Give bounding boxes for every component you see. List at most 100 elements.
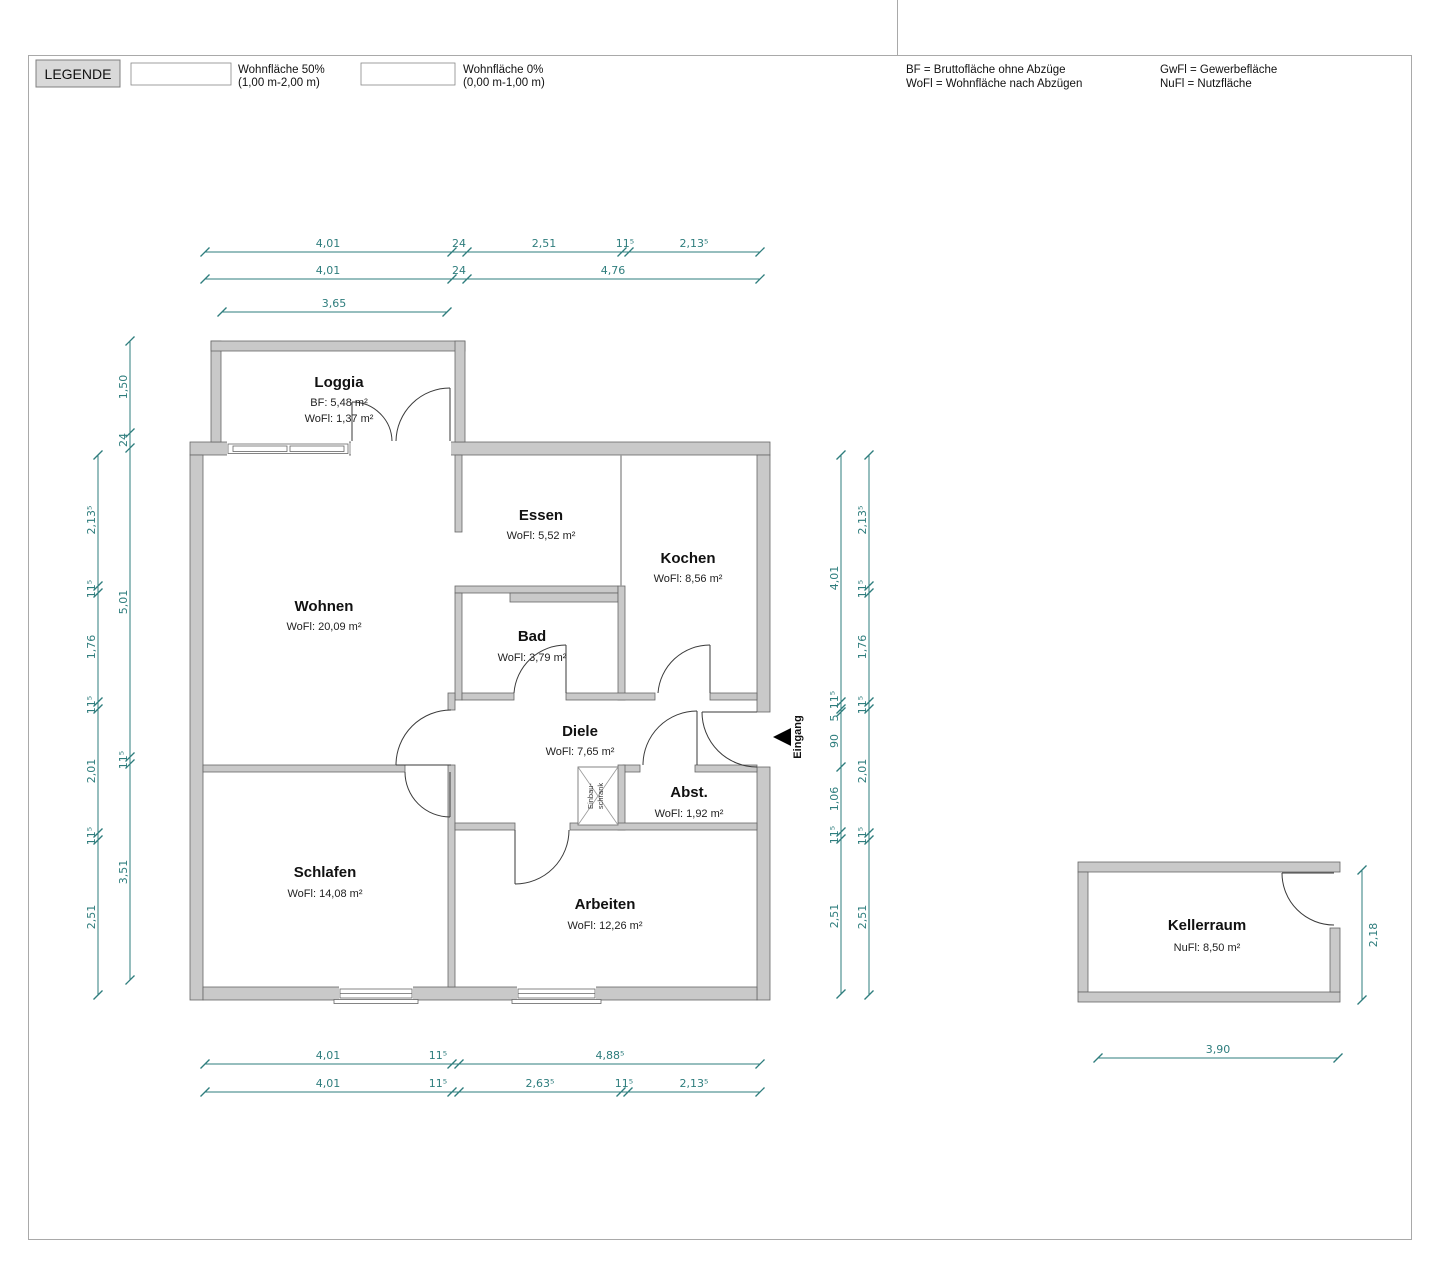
dim-label: 90: [828, 734, 841, 748]
dim-label: 3,51: [117, 860, 130, 885]
wall-bad-kochen: [617, 585, 626, 701]
keller-door: [1281, 872, 1335, 926]
dim-label: 24: [452, 237, 466, 250]
einbauschrank: Einbau- schrank: [577, 766, 619, 826]
room-area-diele: WoFl: 7,65 m²: [546, 746, 615, 758]
wall-schlafen-arbeiten: [447, 764, 456, 988]
room-area-keller: NuFl: 8,50 m²: [1174, 942, 1241, 954]
arbeiten-window: [511, 986, 602, 1004]
dim-label: 2,01: [85, 759, 98, 784]
legend-item-label: Wohnfläche 50%: [238, 64, 325, 76]
windows: [227, 441, 602, 1004]
room-name-arbeiten: Arbeiten: [575, 896, 636, 913]
keller-wall-top: [1077, 861, 1341, 873]
closet-label-line1: Einbau-: [586, 783, 595, 809]
legend-item-range: (0,00 m-1,00 m): [463, 77, 545, 89]
dim-label: 2,51: [532, 237, 557, 250]
dim-label: 2,51: [828, 904, 841, 929]
room-area-essen: WoFl: 5,52 m²: [507, 530, 576, 542]
dim-label: 2,01: [856, 759, 869, 784]
dim-label: 4,01: [316, 237, 341, 250]
abst-door: [642, 710, 698, 766]
dim-label: 4,01: [316, 1077, 341, 1090]
wall-essen-bad: [454, 585, 619, 594]
keller-walls: [1077, 861, 1341, 1003]
schlafen-door: [404, 771, 451, 818]
arbeiten-door: [514, 829, 570, 885]
room-area-bad: WoFl: 3,79 m²: [498, 652, 567, 664]
wall-abst-top-2: [694, 764, 758, 773]
dim-label: 2,51: [856, 905, 869, 930]
dim-label: 1,50: [117, 375, 130, 400]
doors: [351, 387, 758, 885]
room-area-arbeiten: WoFl: 12,26 m²: [568, 920, 643, 932]
room-labels: Loggia BF: 5,48 m² WoFl: 1,37 m² Essen W…: [287, 374, 724, 932]
wall-bottom: [202, 986, 758, 1001]
drawing-border: [28, 55, 1412, 1240]
dim-label: 11⁵: [85, 580, 98, 598]
schlafen-window: [333, 986, 419, 1004]
dim-label: 2,13⁵: [85, 506, 98, 535]
legend-title: LEGENDE: [45, 66, 112, 82]
loggia-window: [227, 441, 349, 456]
dim-label: 4,01: [316, 264, 341, 277]
legend: LEGENDE Wohnfläche 50% (1,00 m-2,00 m) W…: [35, 59, 545, 89]
wall-wohnen-diele-upper: [447, 692, 456, 711]
floor-plan: Einbau- schrank Eingang Loggia BF: 5,48 …: [189, 340, 804, 1004]
wall-arbeiten-top-1: [454, 822, 516, 831]
wall-abst-top-1: [622, 764, 641, 773]
dim-label: 11⁵: [856, 580, 869, 598]
dim-label: 11⁵: [828, 691, 841, 709]
dim-label: 24: [452, 264, 466, 277]
dim-chain-keller-right: 2,18: [1356, 864, 1380, 1006]
room-area-loggia-bf: BF: 5,48 m²: [310, 397, 368, 409]
keller-wall-bottom: [1077, 991, 1341, 1003]
dim-label: 1,76: [856, 635, 869, 660]
closet-label-line2: schrank: [596, 783, 605, 810]
room-area-wohnen: WoFl: 20,09 m²: [287, 621, 362, 633]
loggia-wall-top: [210, 340, 466, 352]
wall-wohnen-essen: [454, 454, 463, 533]
legend-item-label: Wohnfläche 0%: [463, 64, 543, 76]
room-name-diele: Diele: [562, 723, 598, 740]
dim-label: 24: [117, 433, 130, 447]
keller-wall-left: [1077, 871, 1089, 993]
dim-label: 4,01: [316, 1049, 341, 1062]
dim-label: 11⁵: [429, 1077, 447, 1090]
loggia-door: [351, 387, 451, 442]
wall-diele-top-3: [709, 692, 758, 701]
wall-bad-shaft: [509, 592, 619, 603]
dim-label: 2,13⁵: [680, 237, 709, 250]
abbr-gwfl: GwFl = Gewerbefläche: [1160, 64, 1277, 76]
room-area-abst: WoFl: 1,92 m²: [655, 808, 724, 820]
dim-chain-keller-bottom: 3,90: [1092, 1043, 1344, 1064]
wall-diele-top-2: [565, 692, 656, 701]
bad-door: [513, 644, 567, 694]
dim-label: 11⁵: [615, 1077, 633, 1090]
dim-label: 11⁵: [616, 237, 634, 250]
dim-label: 5,01: [117, 590, 130, 615]
dim-label: 2,13⁵: [680, 1077, 709, 1090]
abbr-bf: BF = Bruttofläche ohne Abzüge: [906, 64, 1066, 76]
dim-label: 3,65: [322, 297, 347, 310]
room-name-abst: Abst.: [670, 784, 708, 801]
wall-left: [189, 454, 204, 1001]
dim-label: 4,88⁵: [596, 1049, 625, 1062]
dim-label: 1,06: [828, 787, 841, 812]
dim-label: 2,18: [1367, 923, 1380, 948]
wall-right-upper: [756, 454, 771, 713]
entrance-label: Eingang: [792, 715, 804, 758]
dim-chain-top-3: 3,65: [216, 297, 453, 318]
abbreviation-legend: BF = Bruttofläche ohne Abzüge WoFl = Woh…: [906, 64, 1277, 90]
dim-chain-right-outer: 2,13⁵ 11⁵ 1,76 11⁵ 2,01 11⁵ 2,51: [856, 449, 875, 1001]
dim-label: 2,13⁵: [856, 506, 869, 535]
room-name-kochen: Kochen: [660, 550, 715, 567]
abbr-nufl: NuFl = Nutzfläche: [1160, 78, 1252, 90]
dim-label: 11⁵: [429, 1049, 447, 1062]
dim-chain-left-outer: 2,13⁵ 11⁵ 1,76 11⁵ 2,01 11⁵ 2,51: [85, 449, 104, 1001]
entrance-marker: Eingang: [773, 715, 804, 759]
dim-label: 1,76: [85, 635, 98, 660]
dim-label: 11⁵: [856, 827, 869, 845]
room-name-wohnen: Wohnen: [295, 598, 354, 615]
entrance-door: [701, 711, 758, 768]
